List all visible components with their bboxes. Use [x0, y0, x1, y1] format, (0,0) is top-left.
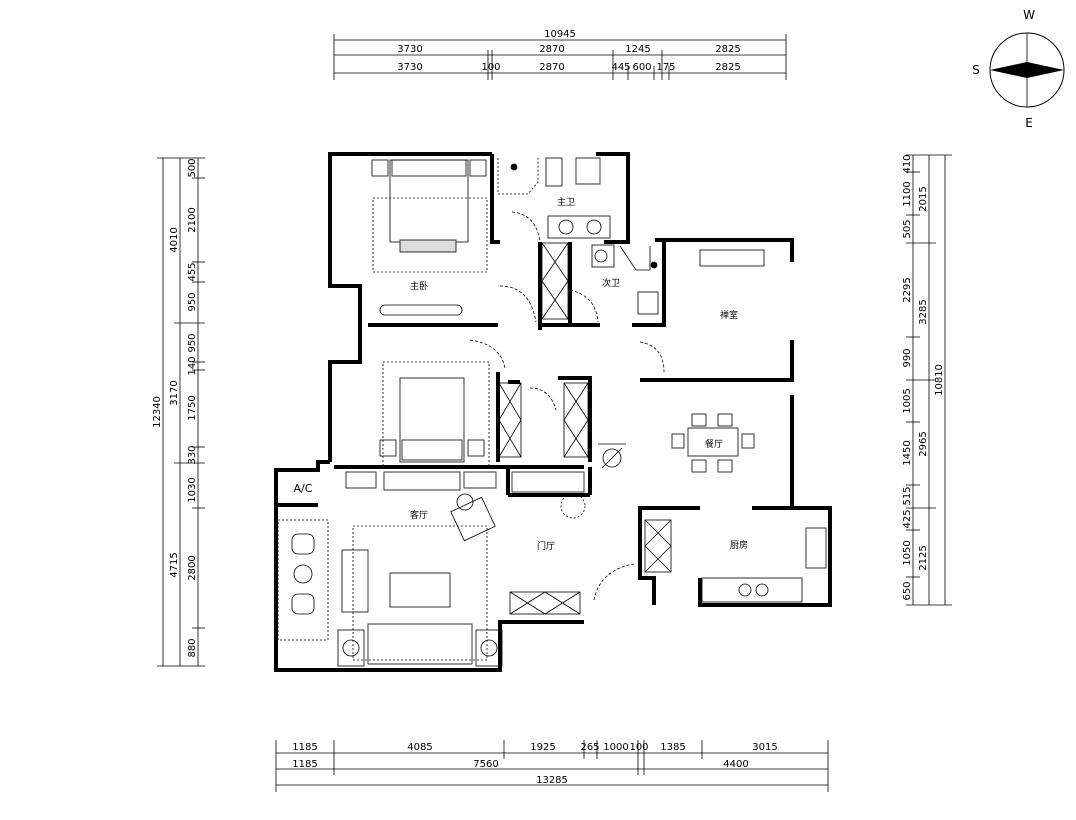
- left-dim-in-8: 1030: [187, 477, 198, 502]
- dining-table-icon: [671, 413, 755, 473]
- room-label-kitchen: 厨房: [730, 539, 748, 551]
- right-dimensions: [906, 154, 952, 606]
- bottom-dim-r1-0: 1185: [292, 742, 317, 753]
- left-dim-mid-0: 4010: [169, 227, 180, 252]
- left-dim-in-4: 950: [187, 333, 198, 352]
- right-dim-mid-2: 2965: [918, 431, 929, 456]
- room-label-foyer: 门厅: [537, 540, 555, 552]
- left-dim-in-9: 2800: [187, 555, 198, 580]
- bottom-dim-r1-2: 1925: [530, 742, 555, 753]
- top-dim-r1-1: 2870: [539, 44, 564, 55]
- master-bed-icon: [372, 197, 488, 273]
- sink-icon: [547, 215, 611, 239]
- top-dim-r1-3: 2825: [715, 44, 740, 55]
- right-dim-total: 10810: [934, 364, 945, 396]
- top-dimensions: [333, 34, 787, 80]
- left-dimensions: [157, 157, 205, 667]
- walls: [274, 152, 832, 672]
- top-dim-r2-4: 600: [632, 62, 651, 73]
- compass-bottom-letter: E: [1025, 116, 1033, 130]
- right-dim-mid-0: 2015: [918, 186, 929, 211]
- bottom-dim-r1-7: 3015: [752, 742, 777, 753]
- bottom-dim-r1-4: 1000: [603, 742, 628, 753]
- left-dimension-labels: 12340 4010 3170 4715 500 2100 455 950 95…: [152, 158, 198, 657]
- top-dim-r2-6: 2825: [715, 62, 740, 73]
- compass-top-letter: W: [1023, 8, 1035, 22]
- second-bed-icon: [382, 361, 490, 469]
- right-dim-in-4: 990: [902, 348, 913, 367]
- right-dim-mid-3: 2125: [918, 545, 929, 570]
- bottom-dim-r1-3: 265: [580, 742, 599, 753]
- bottom-dim-total: 13285: [536, 775, 568, 786]
- door-swings: [469, 211, 665, 601]
- room-label-master-bedroom: 主卧: [410, 280, 428, 292]
- room-labels: 主卧 主卫 次卫 禅室 餐厅 客厅 门厅 厨房 A/C: [294, 196, 748, 552]
- right-dim-in-0: 410: [902, 154, 913, 173]
- armchair-icon: [450, 496, 496, 542]
- top-dim-r1-0: 3730: [397, 44, 422, 55]
- right-dim-in-2: 505: [902, 219, 913, 238]
- top-dim-r2-5: 175: [656, 62, 675, 73]
- stove-icon: [738, 583, 752, 597]
- fan-icon: [342, 639, 360, 657]
- room-label-dining: 餐厅: [705, 438, 723, 450]
- top-dim-r2-3: 445: [611, 62, 630, 73]
- light-fixture-icon: [602, 448, 622, 468]
- left-dim-in-5: 140: [187, 356, 198, 375]
- left-dim-in-6: 1750: [187, 395, 198, 420]
- bottom-dim-r1-6: 1385: [660, 742, 685, 753]
- bottom-dim-r2-1: 7560: [473, 759, 498, 770]
- room-label-second-bath: 次卫: [602, 277, 620, 289]
- compass: W S E: [972, 8, 1065, 130]
- left-dim-mid-1: 3170: [169, 380, 180, 405]
- right-dim-in-7: 515: [902, 486, 913, 505]
- top-dimension-labels: 10945 3730 2870 1245 2825 3730 100 2870 …: [397, 29, 740, 73]
- top-dim-r2-0: 3730: [397, 62, 422, 73]
- left-dim-in-0: 500: [187, 158, 198, 177]
- top-dim-r2-2: 2870: [539, 62, 564, 73]
- top-dim-r2-1: 100: [481, 62, 500, 73]
- furniture: [277, 157, 827, 667]
- left-dim-in-10: 880: [187, 638, 198, 657]
- side-sofa-icon: [341, 549, 369, 613]
- second-toilet-icon: [637, 291, 659, 315]
- bottom-dimensions: [275, 740, 829, 792]
- bottom-dim-r2-0: 1185: [292, 759, 317, 770]
- sofa-icon: [367, 623, 473, 665]
- compass-left-letter: S: [972, 63, 980, 77]
- right-dim-in-10: 650: [902, 581, 913, 600]
- right-dim-in-3: 2295: [902, 277, 913, 302]
- wardrobe-icon: [498, 242, 672, 615]
- left-dim-mid-2: 4715: [169, 552, 180, 577]
- left-dim-in-7: 330: [187, 445, 198, 464]
- bottom-dimension-labels: 1185 4085 1925 265 1000 100 1385 3015 11…: [292, 742, 777, 786]
- room-label-master-bath: 主卫: [557, 196, 575, 208]
- right-dim-mid-1: 3285: [918, 299, 929, 324]
- top-dim-r1-2: 1245: [625, 44, 650, 55]
- room-label-living: 客厅: [410, 509, 428, 521]
- toilet-icon: [545, 157, 563, 187]
- right-dimension-labels: 10810 2015 3285 2965 2125 410 1100 505 2…: [902, 154, 945, 600]
- room-label-zen-room: 禅室: [720, 309, 738, 321]
- top-dim-total: 10945: [544, 29, 576, 40]
- left-dim-in-1: 2100: [187, 207, 198, 232]
- right-dim-in-8: 425: [902, 509, 913, 528]
- room-label-ac: A/C: [294, 482, 313, 495]
- kitchen-counter-icon: [701, 577, 803, 603]
- bottom-dim-r2-2: 4400: [723, 759, 748, 770]
- left-dim-in-3: 950: [187, 292, 198, 311]
- bottom-dim-r1-5: 100: [629, 742, 648, 753]
- right-dim-in-1: 1100: [902, 181, 913, 206]
- left-dim-total: 12340: [152, 396, 163, 428]
- coffee-table-icon: [389, 572, 451, 608]
- left-dim-in-2: 455: [187, 262, 198, 281]
- right-dim-in-6: 1450: [902, 440, 913, 465]
- bottom-dim-r1-1: 4085: [407, 742, 432, 753]
- right-dim-in-5: 1005: [902, 388, 913, 413]
- right-dim-in-9: 1050: [902, 540, 913, 565]
- zen-cabinet-icon: [699, 249, 765, 267]
